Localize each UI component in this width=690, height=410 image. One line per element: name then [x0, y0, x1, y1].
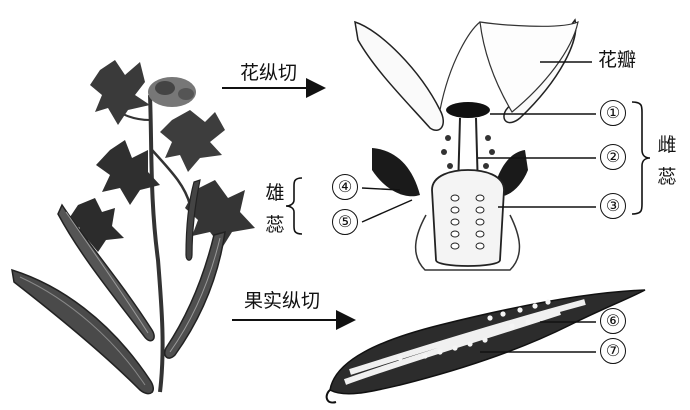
marker-4: ④ — [332, 174, 358, 200]
fruit-pod — [330, 290, 645, 394]
fruit-section-illustration — [327, 290, 645, 403]
stamen-brace — [286, 178, 302, 234]
pistil-group-label: 雌 蕊 — [656, 132, 678, 190]
pistil-char-1: 雌 — [656, 132, 678, 158]
pistil-brace — [632, 102, 650, 214]
marker-2: ② — [600, 144, 626, 170]
okra-pod — [186, 180, 200, 260]
marker-6: ⑥ — [600, 308, 626, 334]
pistil-char-2: 蕊 — [656, 164, 678, 190]
marker-5: ⑤ — [332, 209, 358, 235]
leaf — [90, 60, 150, 125]
stamen-char-2: 蕊 — [264, 212, 286, 238]
petal-shape — [355, 22, 443, 130]
leaf — [160, 110, 225, 172]
stamen-group-label: 雄 蕊 — [264, 180, 286, 238]
marker-3: ③ — [600, 193, 626, 219]
marker-7: ⑦ — [600, 338, 626, 364]
fruit-section-label: 果实纵切 — [244, 292, 320, 311]
petal-label: 花瓣 — [598, 51, 636, 70]
okra-plant-illustration — [12, 60, 255, 394]
flower-section-label: 花纵切 — [240, 64, 297, 83]
okra-pod — [165, 232, 225, 358]
stamen-char-1: 雄 — [264, 180, 286, 206]
marker-1: ① — [600, 100, 626, 126]
flower-section-illustration — [355, 20, 578, 270]
ovary — [432, 170, 504, 266]
okra-pod — [12, 270, 153, 394]
stigma — [446, 102, 490, 118]
